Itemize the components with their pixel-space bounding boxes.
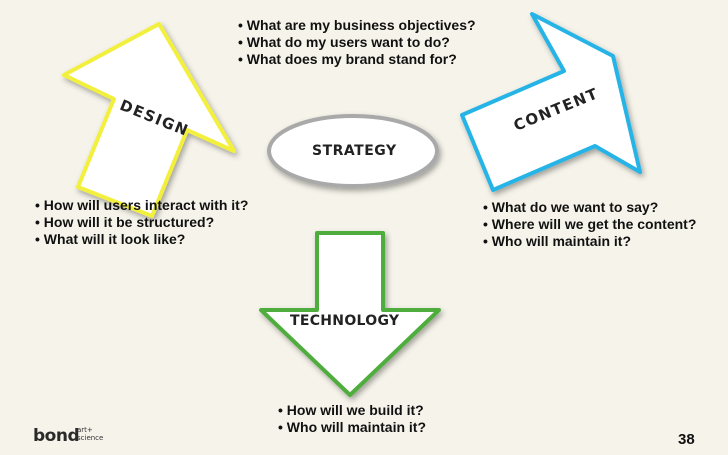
strategy-label: STRATEGY	[312, 143, 397, 159]
logo-tagline: art+ science	[77, 426, 103, 442]
technology-arrow	[259, 231, 441, 397]
strategy-question: What are my business objectives?	[238, 17, 476, 34]
design-question: How will users interact with it?	[35, 197, 249, 214]
strategy-questions: What are my business objectives? What do…	[238, 17, 476, 68]
bond-logo: bond art+ science	[33, 426, 103, 446]
design-question: How will it be structured?	[35, 214, 248, 231]
page-number: 38	[678, 431, 695, 448]
technology-question: Who will maintain it?	[278, 419, 426, 436]
technology-label: TECHNOLOGY	[290, 313, 400, 329]
logo-brand: bond	[33, 426, 80, 446]
content-question: Where will we get the content?	[483, 216, 697, 233]
strategy-question: What do my users want to do?	[238, 34, 476, 51]
content-question: What do we want to say?	[483, 199, 696, 216]
logo-science: science	[77, 434, 104, 442]
logo-art: art+	[77, 426, 93, 434]
design-questions: How will users interact with it? How wil…	[35, 197, 249, 248]
strategy-ellipse	[267, 114, 439, 188]
strategy-question: What does my brand stand for?	[238, 51, 476, 68]
content-question: Who will maintain it?	[483, 233, 696, 250]
design-question: What will it look like?	[35, 231, 248, 248]
technology-question: How will we build it?	[278, 402, 426, 419]
content-arrow	[460, 12, 642, 192]
content-questions: What do we want to say? Where will we ge…	[483, 199, 697, 250]
technology-questions: How will we build it? Who will maintain …	[278, 402, 426, 436]
